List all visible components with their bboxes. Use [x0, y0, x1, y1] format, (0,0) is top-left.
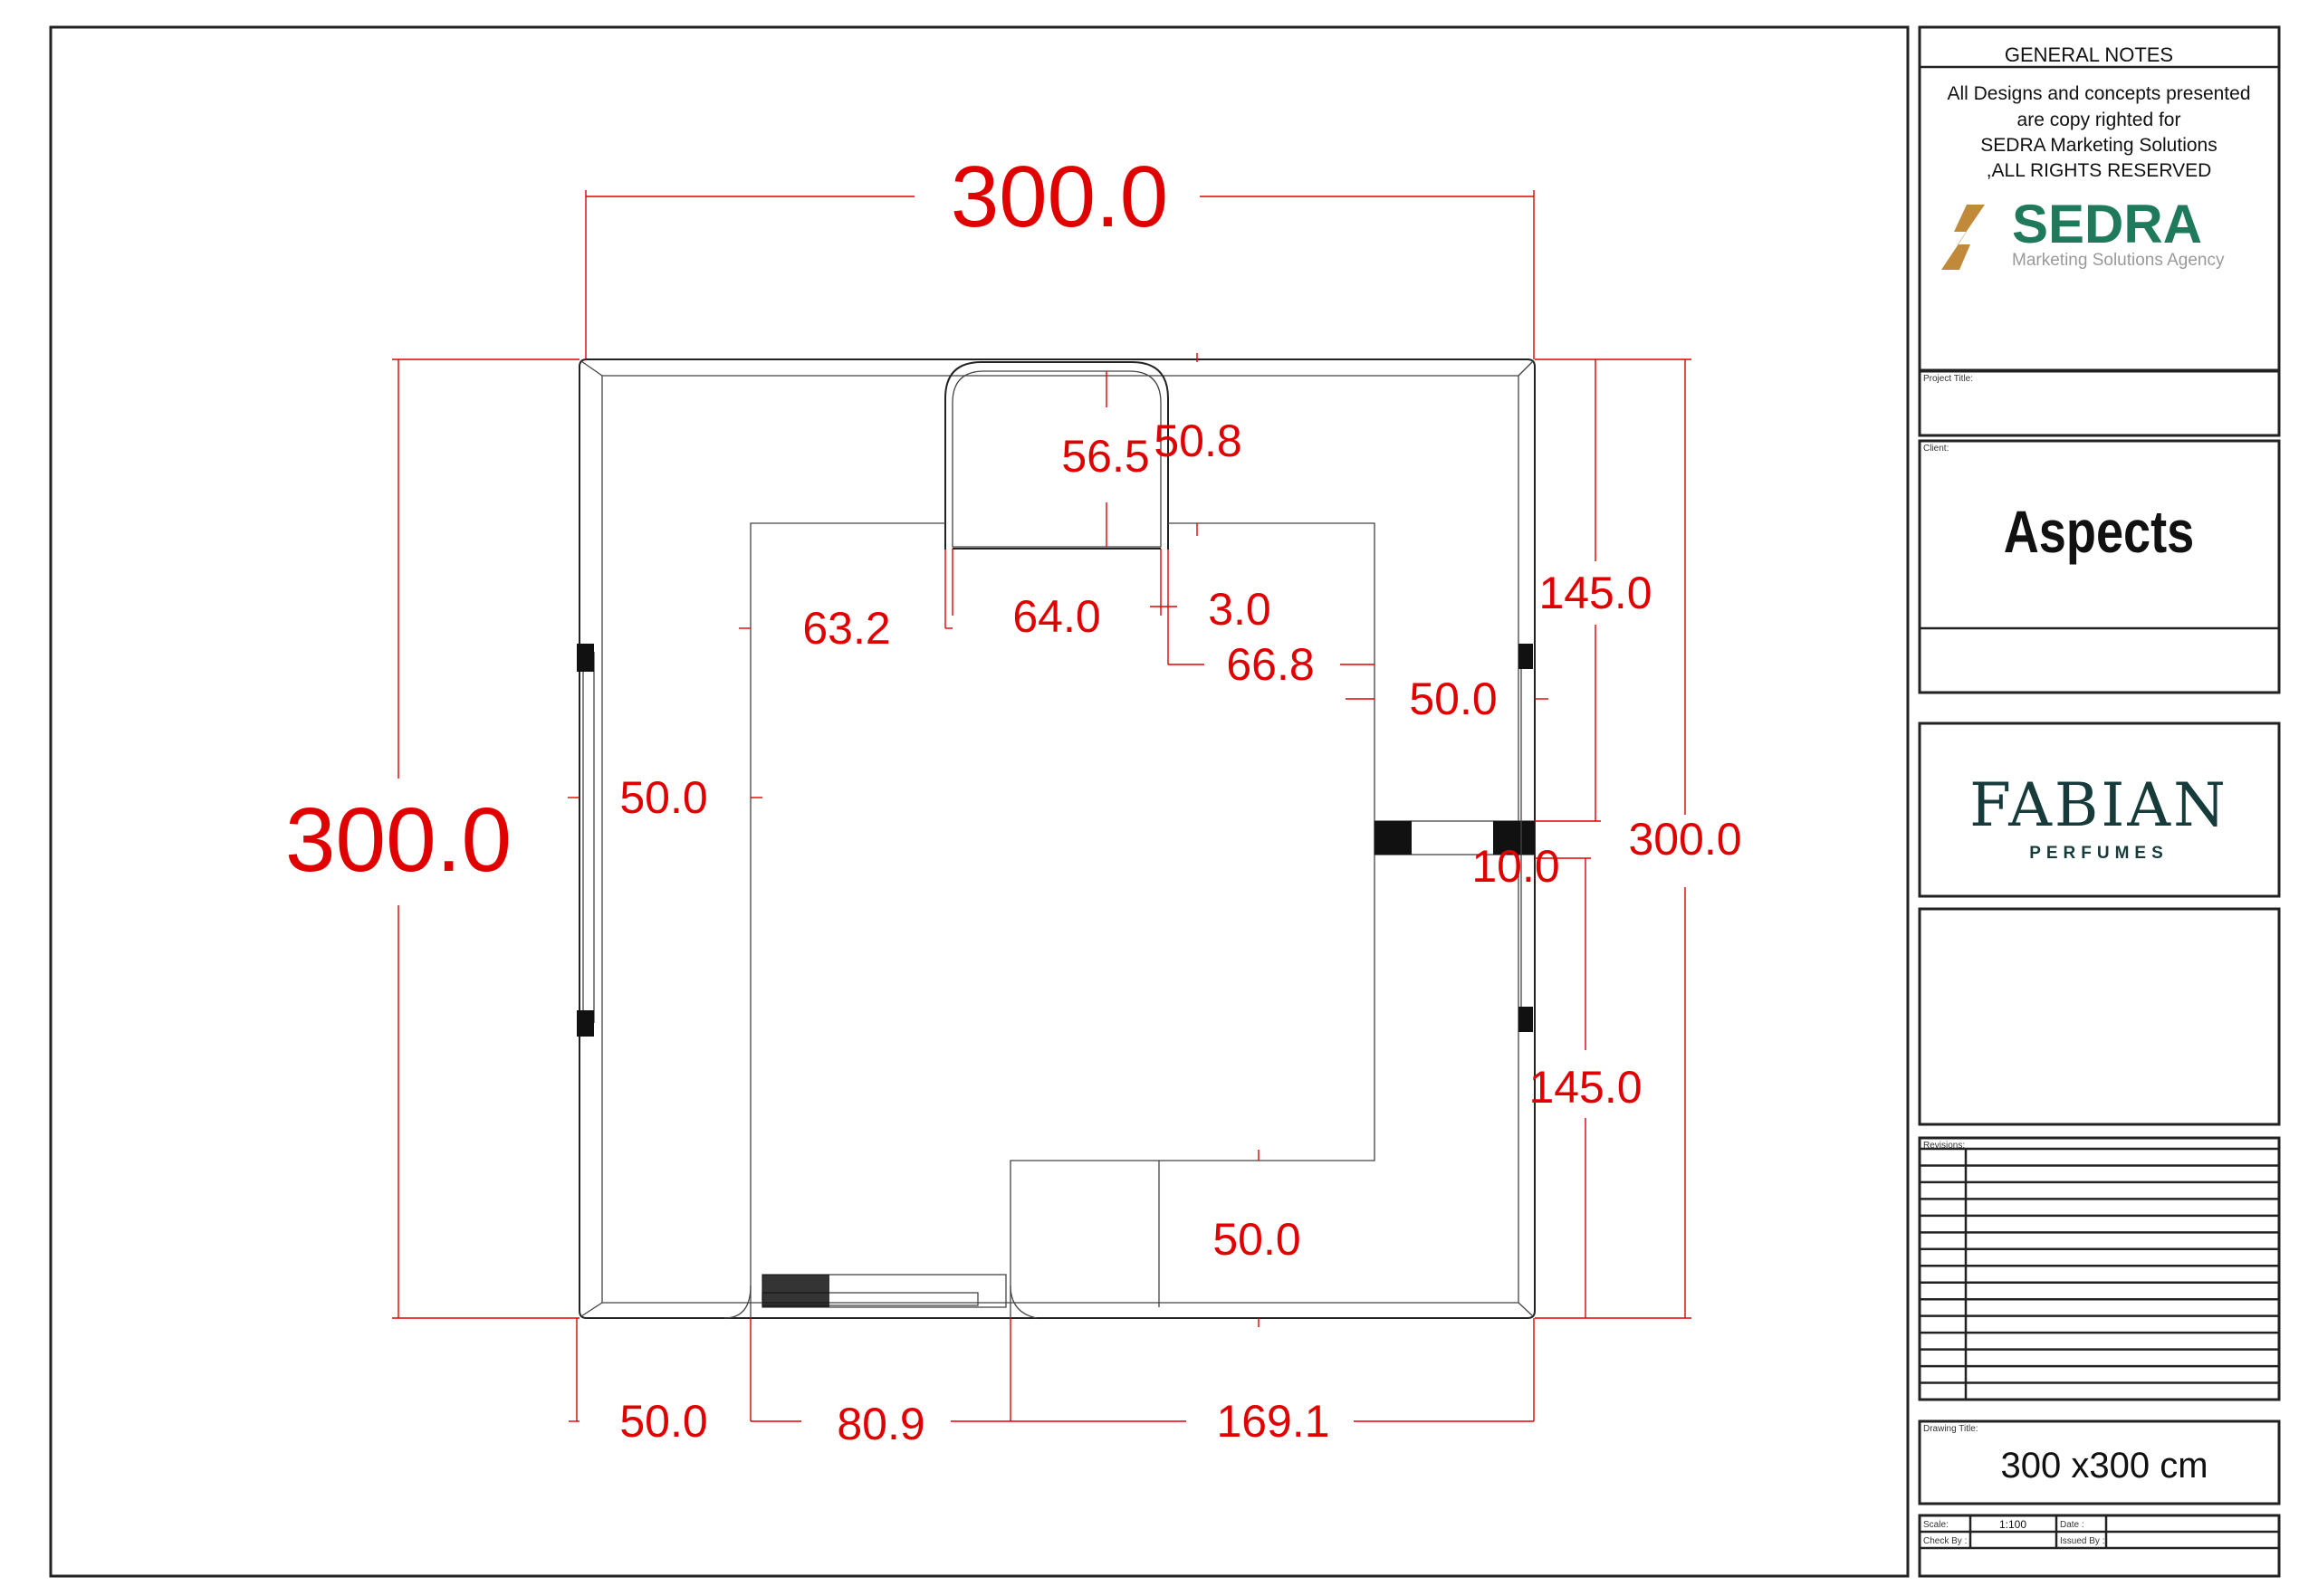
issued-by-label: Issued By :	[2060, 1536, 2104, 1546]
dim-left-inner: 50.0	[619, 772, 707, 823]
general-notes-title: GENERAL NOTES	[2005, 43, 2173, 66]
dimensions: 300.0 300.0 300.0 145.0 145.0 10.0 50.0 …	[285, 148, 1742, 1449]
revisions-label: Revisions:	[1923, 1141, 1965, 1151]
client-name: Aspects	[2004, 498, 2195, 565]
project-title-label: Project Title:	[1923, 374, 1973, 384]
fabian-logo: FABIAN PERFUMES	[1969, 770, 2228, 863]
dim-door: 10.0	[1471, 841, 1559, 892]
svg-text:SEDRA: SEDRA	[2012, 194, 2202, 254]
scale-value: 1:100	[1999, 1518, 2026, 1531]
client-box	[1918, 439, 2281, 694]
dim-notch-right: 66.8	[1226, 639, 1314, 690]
info-table	[1918, 1514, 2281, 1578]
note-line: are copy righted for	[2017, 110, 2181, 130]
dim-top-overall: 300.0	[951, 148, 1168, 245]
drawing-title: 300 x300 cm	[2000, 1446, 2208, 1486]
title-block: GENERAL NOTES All Designs and concepts p…	[1918, 25, 2281, 1578]
dim-left-overall: 300.0	[285, 789, 512, 891]
dim-bottom-3: 169.1	[1216, 1396, 1329, 1447]
revisions-table	[1918, 1136, 2281, 1401]
dim-right-overall: 300.0	[1628, 814, 1741, 865]
empty-box	[1918, 907, 2281, 1126]
booth-outer-wall	[579, 358, 1536, 1319]
check-by-label: Check By :	[1923, 1536, 1967, 1546]
dim-right-upper: 145.0	[1538, 568, 1652, 618]
floor-plan	[577, 358, 1536, 1319]
dim-bottom-inner: 50.0	[1212, 1214, 1300, 1265]
drawing-frame	[49, 25, 1910, 1578]
fabian-logo-box	[1918, 722, 2281, 898]
dim-right-inner: 50.0	[1409, 674, 1497, 724]
drawing-title-box	[1918, 1419, 2281, 1505]
dim-notch-width: 64.0	[1012, 591, 1100, 642]
svg-text:PERFUMES: PERFUMES	[2029, 844, 2169, 863]
note-line: All Designs and concepts presented	[1947, 83, 2250, 104]
drawing-title-label: Drawing Title:	[1923, 1424, 1978, 1434]
note-line: ,ALL RIGHTS RESERVED	[1987, 160, 2212, 181]
note-line: SEDRA Marketing Solutions	[1980, 135, 2217, 156]
inner-counter-outline	[750, 522, 1375, 1318]
svg-text:Marketing Solutions Agency: Marketing Solutions Agency	[2012, 251, 2225, 270]
dim-bottom-2: 80.9	[837, 1399, 924, 1449]
project-title-box	[1918, 369, 2281, 437]
dim-notch-wall: 3.0	[1208, 584, 1271, 635]
svg-text:FABIAN: FABIAN	[1969, 770, 2228, 840]
dim-bottom-1: 50.0	[619, 1396, 707, 1447]
client-label: Client:	[1923, 444, 1949, 454]
sedra-logo: SEDRA Marketing Solutions Agency	[1941, 194, 2225, 270]
dim-notch-depth-outer: 50.8	[1154, 416, 1241, 466]
dim-notch-left: 63.2	[802, 603, 890, 654]
top-niche	[944, 361, 1169, 550]
general-notes-box	[1918, 25, 2281, 372]
dim-right-lower: 145.0	[1528, 1062, 1642, 1113]
dim-notch-depth: 56.5	[1061, 431, 1149, 482]
scale-label: Scale:	[1923, 1520, 1949, 1530]
date-label: Date :	[2060, 1520, 2084, 1530]
